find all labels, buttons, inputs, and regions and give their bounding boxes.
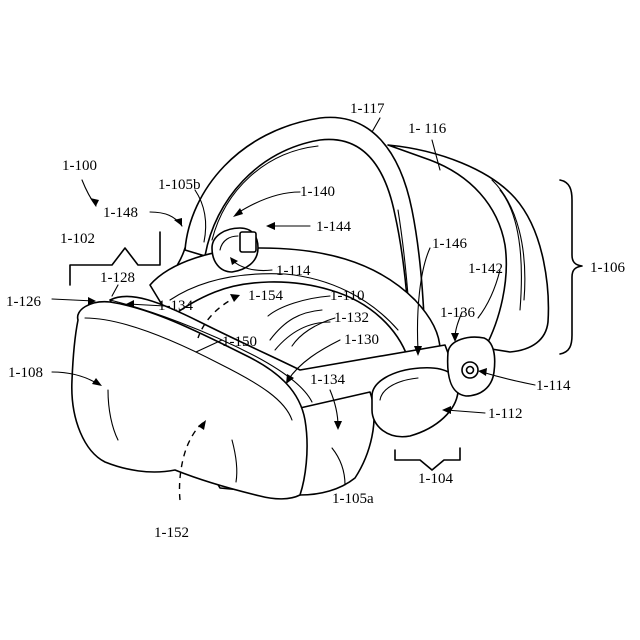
label-1-134-top: 1-134 [158,298,193,314]
label-1-100: 1-100 [62,158,97,174]
label-1-117: 1-117 [350,101,385,117]
label-1-106: 1-106 [590,260,625,276]
label-1-150: 1-150 [222,334,257,350]
latch-1-144 [211,227,259,273]
label-1-114-top: 1-114 [276,263,311,279]
display-housing-1-108 [71,295,456,500]
label-1-102: 1-102 [60,231,95,247]
rear-band-1-116 [387,144,550,353]
label-1-105a: 1-105a [332,491,374,507]
bracket-1-106 [559,179,583,355]
label-1-154: 1-154 [248,288,283,304]
label-1-108: 1-108 [8,365,43,381]
reference-labels: 1-100 1-148 1-102 1-128 1-126 1-134 1-10… [6,101,625,541]
label-1-130: 1-130 [344,332,379,348]
label-1-128: 1-128 [100,270,135,286]
label-1-142: 1-142 [468,261,503,277]
label-1-116: 1- 116 [408,121,447,137]
label-1-140: 1-140 [300,184,335,200]
label-1-126: 1-126 [6,294,41,310]
leader-lines [51,117,536,486]
strap-pod-1-112 [371,367,459,438]
label-1-148: 1-148 [103,205,138,221]
rear-knob-1-114 [446,336,496,397]
label-1-112: 1-112 [488,406,522,422]
bracket-1-102 [69,231,161,286]
bracket-1-104 [394,447,461,471]
label-1-110: 1-110 [330,288,364,304]
label-1-144: 1-144 [316,219,351,235]
label-1-134-mid: 1-134 [310,372,345,388]
label-1-132: 1-132 [334,310,369,326]
label-1-104: 1-104 [418,471,453,487]
label-1-152: 1-152 [154,525,189,541]
label-1-114-right: 1-114 [536,378,571,394]
label-1-105b: 1-105b [158,177,201,193]
label-1-136: 1-136 [440,305,475,321]
label-1-146: 1-146 [432,236,467,252]
